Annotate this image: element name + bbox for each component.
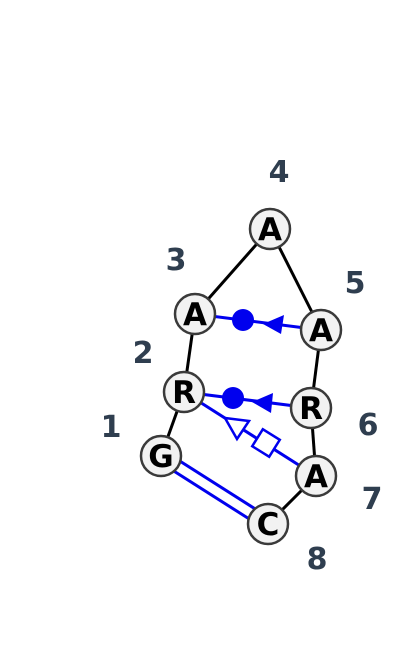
node-2-letter: R xyxy=(172,375,196,411)
pair-1-8-line-b xyxy=(157,459,266,531)
pair-2-7-open-triangle-marker xyxy=(222,416,252,442)
node-1[interactable]: G xyxy=(139,434,183,478)
node-5-letter: A xyxy=(309,313,333,349)
node-7-letter: A xyxy=(304,459,328,495)
node-1-circle xyxy=(139,434,183,478)
number-label-1: 1 xyxy=(101,410,122,445)
node-4-letter: A xyxy=(258,212,282,248)
number-label-4: 4 xyxy=(269,155,290,190)
node-4-circle xyxy=(248,207,292,251)
number-label-6: 6 xyxy=(358,408,379,443)
interaction-links xyxy=(157,309,322,531)
node-2-circle xyxy=(162,370,206,414)
node-6-circle xyxy=(289,386,333,430)
node-3[interactable]: A xyxy=(173,292,217,336)
node-2[interactable]: R xyxy=(162,370,206,414)
pair-3-5-circle-marker xyxy=(232,309,254,331)
pair-1-8 xyxy=(157,449,272,531)
node-8-letter: C xyxy=(257,507,280,543)
number-label-3: 3 xyxy=(166,243,187,278)
pair-2-6-circle-marker xyxy=(222,387,244,409)
node-7-circle xyxy=(294,454,338,498)
pair-3-5-triangle-marker xyxy=(263,315,284,334)
pair-2-7-line xyxy=(183,390,317,478)
number-label-7: 7 xyxy=(362,482,383,517)
number-label-2: 2 xyxy=(133,336,154,371)
node-6-letter: R xyxy=(299,391,323,427)
node-8-circle xyxy=(246,502,290,546)
pair-2-7 xyxy=(183,390,317,478)
node-6[interactable]: R xyxy=(289,386,333,430)
node-1-letter: G xyxy=(148,439,173,475)
number-label-5: 5 xyxy=(345,266,366,301)
pair-2-6-line xyxy=(183,390,312,410)
node-3-circle xyxy=(173,292,217,336)
node-4[interactable]: A xyxy=(248,207,292,251)
node-7[interactable]: A xyxy=(294,454,338,498)
pair-2-6 xyxy=(183,387,312,413)
position-numbers: 1 2 3 4 5 6 7 8 xyxy=(101,155,383,577)
node-5-circle xyxy=(299,308,343,352)
number-label-8: 8 xyxy=(307,542,328,577)
node-8[interactable]: C xyxy=(246,502,290,546)
pair-2-7-open-square-marker xyxy=(250,427,282,459)
pair-1-8-line-a xyxy=(163,449,272,521)
nodes: G R A A A R A C xyxy=(139,207,343,546)
node-5[interactable]: A xyxy=(299,308,343,352)
pair-2-6-triangle-marker xyxy=(252,393,273,413)
node-3-letter: A xyxy=(183,297,207,333)
